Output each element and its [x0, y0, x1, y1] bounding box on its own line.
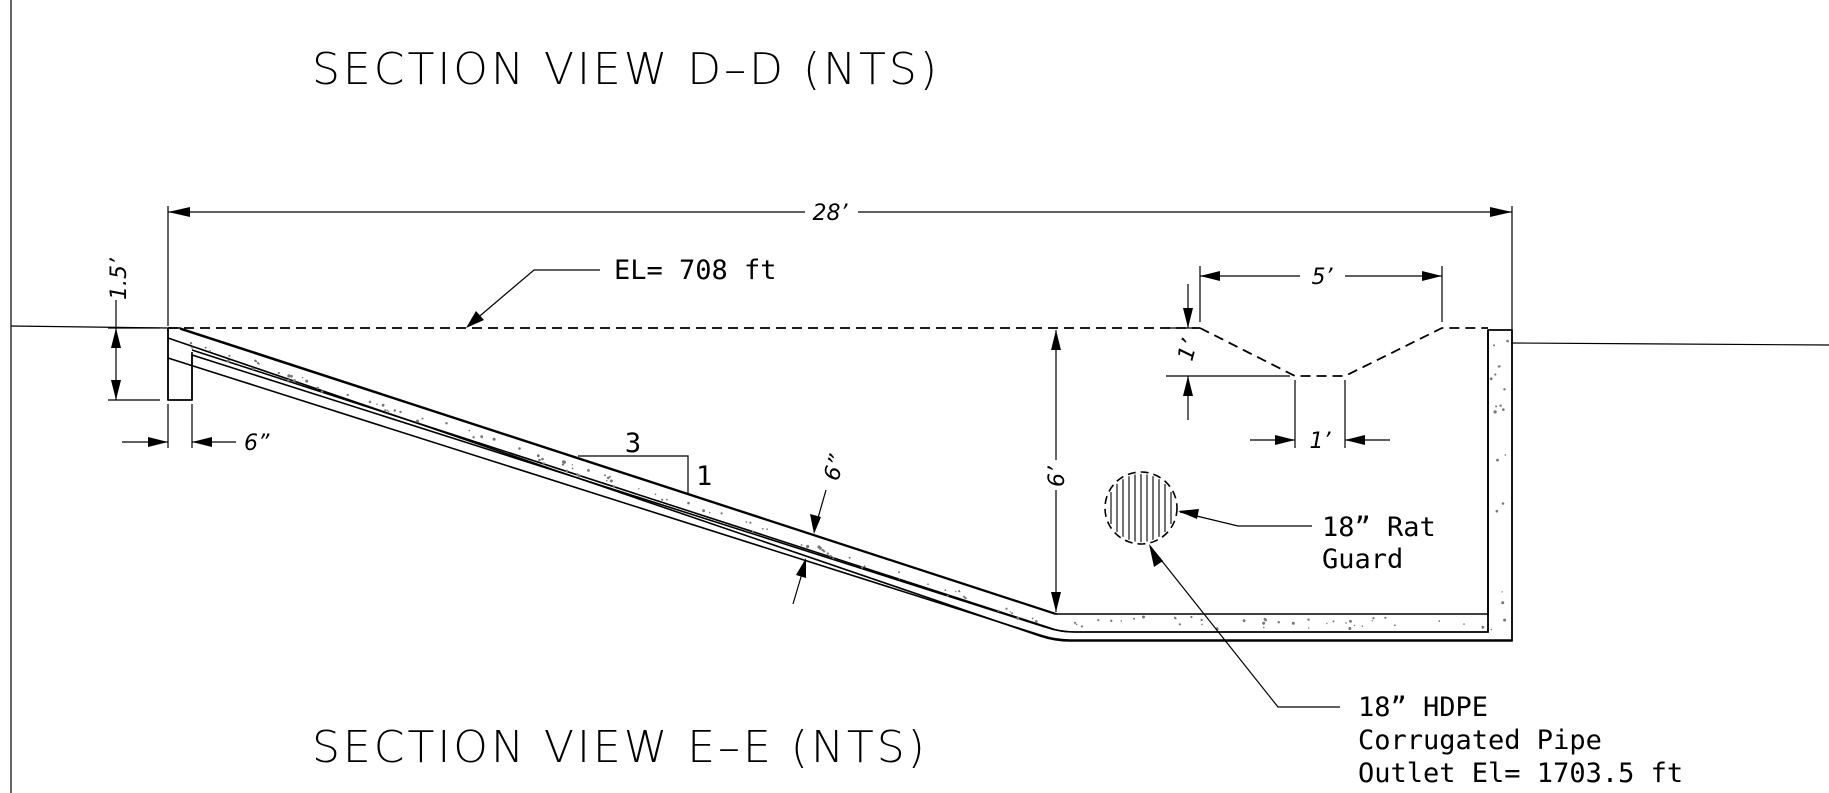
dimension-weir-top: 5’ [1199, 265, 1443, 322]
weir-top-width-label: 5’ [1312, 265, 1334, 290]
weir-bottom-width-label: 1’ [1310, 429, 1332, 454]
elevation-callout: EL= 708 ft [466, 255, 777, 328]
slope-rise-label: 1 [696, 461, 712, 492]
weir-depth-label: 1’ [1174, 336, 1204, 364]
rat-guard-callout: 18” Rat Guard [1178, 509, 1436, 575]
slope-run-label: 3 [625, 428, 641, 459]
basin-outer-edge [167, 328, 1513, 641]
basin-depth-label: 6’ [1045, 465, 1070, 487]
dimension-slab-thickness: 6” [792, 452, 851, 605]
slab-mid-edge [191, 330, 1489, 633]
pipe-label-2: Corrugated Pipe [1358, 725, 1602, 756]
rat-guard-bars [1110, 474, 1172, 542]
elevation-label: EL= 708 ft [614, 255, 777, 286]
dimension-curb-height: 1.5’ [107, 257, 160, 401]
curb-thickness-label: 6” [244, 431, 270, 456]
dimension-weir-bottom: 1’ [1250, 380, 1390, 454]
concrete-basin [167, 327, 1513, 642]
weir-notch-outline [1199, 327, 1488, 377]
pipe-label-1: 18” HDPE [1358, 692, 1488, 723]
pipe-callout: 18” HDPE Corrugated Pipe Outlet El= 1703… [1149, 544, 1683, 789]
section-d-title: SECTION VIEW D–D (NTS) [312, 44, 940, 95]
slab-thickness-label: 6” [820, 452, 851, 484]
ground-line-right [1511, 342, 1829, 346]
dimension-weir-depth: 1’ [1166, 284, 1290, 420]
slope-indicator: 3 1 [578, 428, 712, 493]
dimension-basin-depth: 6’ [1044, 330, 1070, 612]
dimension-curb-thickness: 6” [122, 404, 270, 456]
rat-guard-label-2: Guard [1322, 544, 1403, 575]
rat-guard-label-1: 18” Rat [1322, 512, 1436, 543]
curb-height-label: 1.5’ [107, 257, 132, 300]
dimension-overall-width: 28’ [167, 201, 1513, 330]
pipe-label-3: Outlet El= 1703.5 ft [1358, 758, 1683, 789]
pipe-outlet-symbol [1104, 471, 1178, 545]
overall-width-label: 28’ [813, 201, 849, 226]
section-e-title: SECTION VIEW E–E (NTS) [312, 722, 928, 773]
slab-bottom-edge [167, 330, 1513, 642]
